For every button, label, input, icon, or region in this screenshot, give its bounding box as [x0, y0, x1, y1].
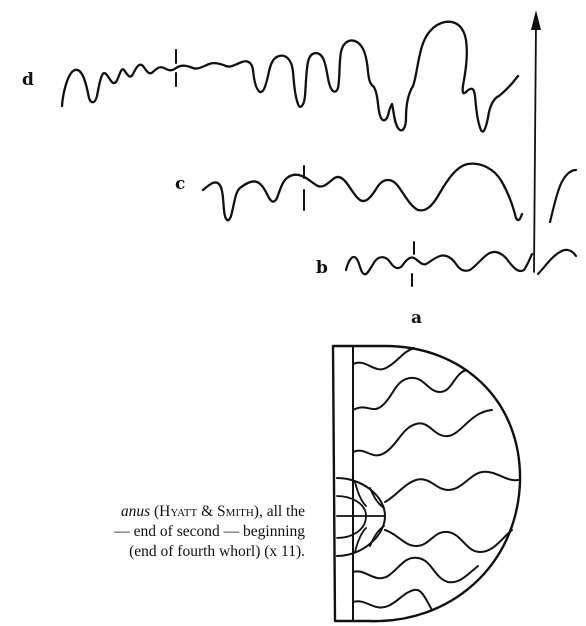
- cross-section-a: [331, 344, 522, 623]
- caption-line-2: — end of second — beginning: [114, 523, 305, 540]
- label-suture-c: c: [175, 174, 186, 194]
- suture-line-c: [201, 162, 524, 222]
- figure-caption: anus (Hyatt & Smith), all the — end of s…: [0, 502, 305, 562]
- caption-taxon-fragment: anus: [120, 503, 151, 520]
- axis-arrow-head: [531, 10, 541, 30]
- caption-line-3: (end of fourth whorl) (x 11).: [129, 543, 305, 560]
- inner-spoke-5: [369, 525, 385, 547]
- inner-spoke-4: [369, 487, 385, 509]
- suture-wave-5: [384, 529, 513, 553]
- suture-line-b: [344, 250, 534, 276]
- caption-line-1-rest: ), all the: [253, 503, 305, 520]
- caption-line-1: anus (Hyatt & Smith), all the: [0, 502, 305, 522]
- suture-wave-7: [352, 588, 433, 611]
- inner-whorl-arc-2: [336, 495, 367, 539]
- suture-wave-2: [352, 369, 467, 411]
- inner-whorl-arc: [336, 477, 386, 557]
- suture-fragment-b-right: [536, 248, 578, 276]
- label-suture-b: b: [316, 258, 328, 278]
- suture-wave-6: [352, 556, 479, 584]
- inner-spoke-3: [354, 527, 367, 553]
- suture-wave-1: [352, 347, 415, 371]
- suture-fragment-c-right: [548, 168, 578, 224]
- axis-arrow-shaft: [533, 21, 537, 273]
- caption-authors: Hyatt & Smith: [159, 503, 254, 520]
- inner-spoke-1: [354, 481, 367, 507]
- whorl-outline: [331, 344, 522, 623]
- suture-wave-4: [384, 470, 519, 503]
- label-suture-d: d: [22, 70, 34, 90]
- caption-open-paren: (: [150, 503, 160, 520]
- label-cross-section-a: a: [411, 308, 423, 328]
- suture-wave-3: [352, 409, 493, 457]
- suture-line-d: [60, 20, 520, 133]
